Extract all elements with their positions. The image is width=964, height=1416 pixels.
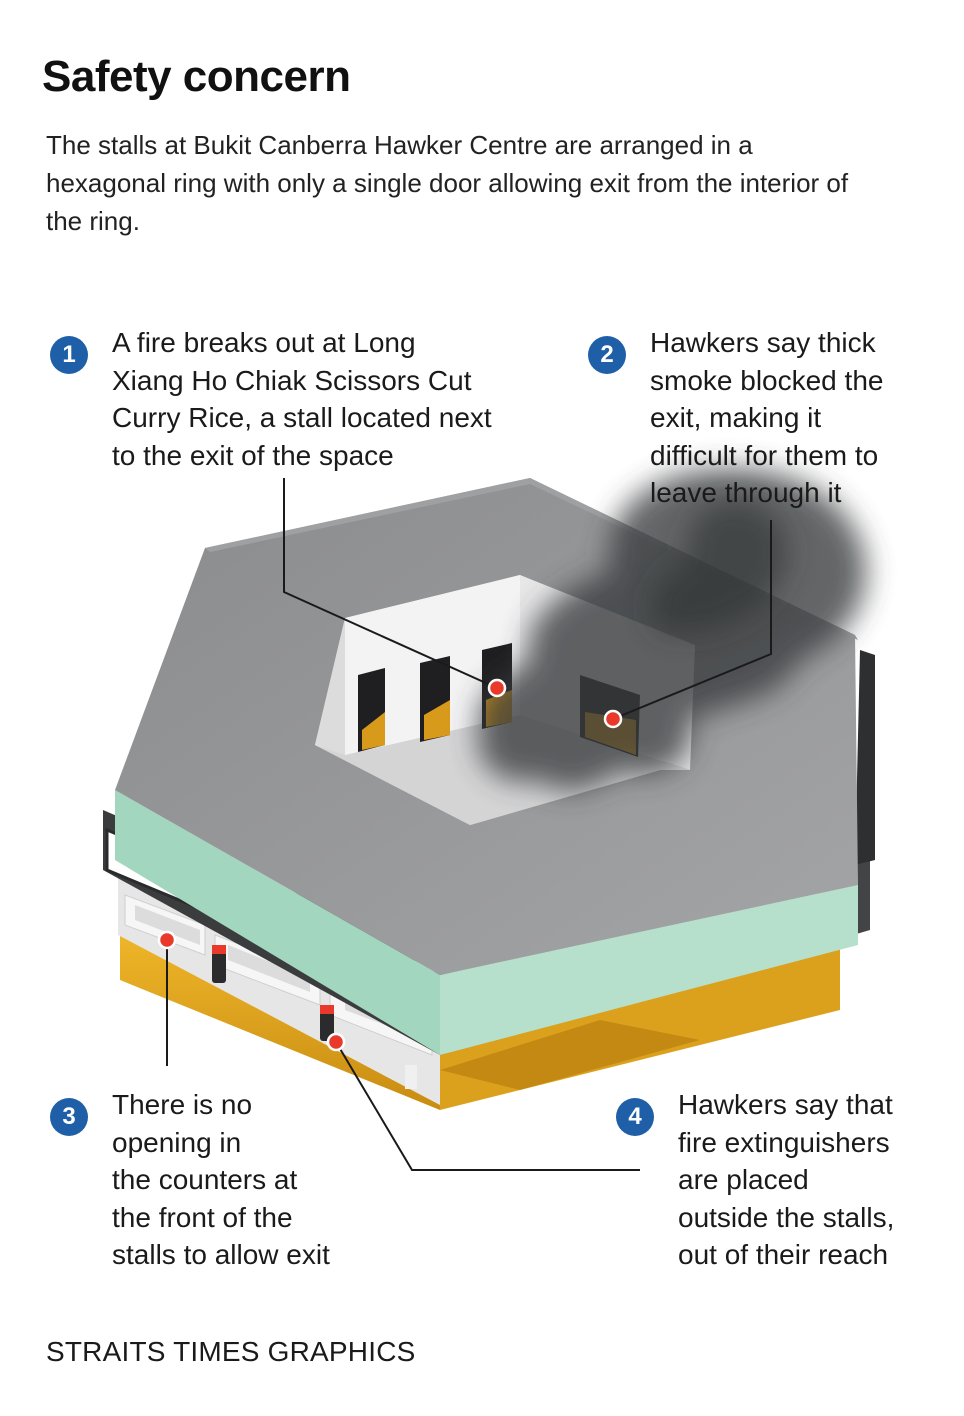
leader-line-1 — [283, 478, 498, 689]
intro-text: The stalls at Bukit Canberra Hawker Cent… — [46, 130, 849, 236]
callout-1-number-badge: 1 — [50, 336, 88, 374]
callout-3-number-badge: 3 — [50, 1098, 88, 1136]
callout-3-text: There is no opening in the counters at t… — [112, 1089, 330, 1270]
smoke-cloud — [478, 468, 867, 791]
marker-extinguisher — [326, 1032, 346, 1052]
callout-4-number-badge: 4 — [616, 1098, 654, 1136]
leader-line-2 — [612, 520, 772, 720]
callout-2-number-badge: 2 — [588, 336, 626, 374]
callout-4-text: Hawkers say that fire extinguishers are … — [678, 1089, 895, 1270]
marker-fire-stall — [487, 678, 507, 698]
page-title: Safety concern — [42, 52, 351, 101]
marker-exit-door — [603, 709, 623, 729]
marker-counter — [157, 930, 177, 950]
fire-extinguisher-2 — [320, 1005, 334, 1041]
leader-line-4 — [335, 1041, 640, 1171]
leader-lines — [166, 478, 772, 1171]
source-credit: STRAITS TIMES GRAPHICS — [46, 1336, 416, 1367]
markers — [157, 678, 623, 1052]
fire-extinguisher-1 — [212, 945, 226, 983]
mint-band — [115, 790, 858, 1055]
callout-1-text: A fire breaks out at Long Xiang Ho Chiak… — [112, 327, 492, 471]
callout-2-text: Hawkers say thick smoke blocked the exit… — [650, 327, 884, 508]
